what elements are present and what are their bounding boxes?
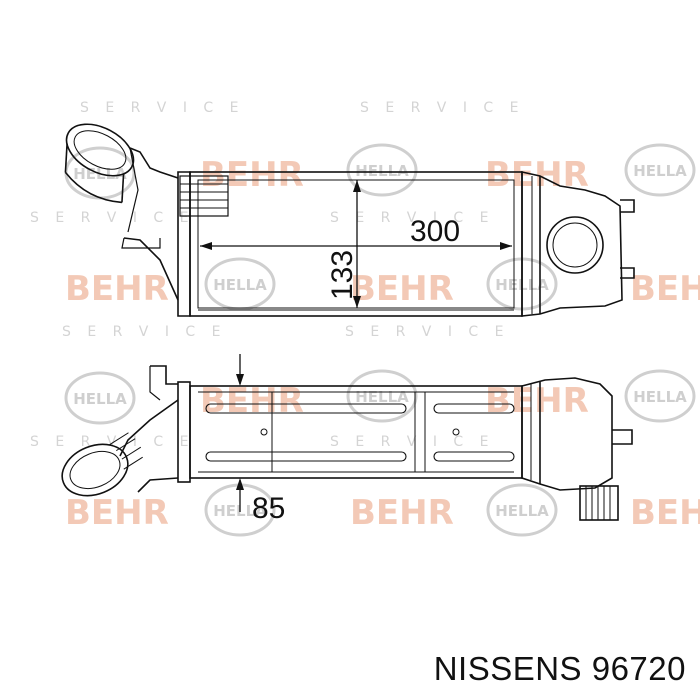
- mount-bracket: [150, 365, 178, 385]
- left-end-plate: [177, 171, 191, 317]
- behr-watermark: BEHR: [65, 269, 169, 309]
- top-view: [64, 123, 635, 317]
- dimension-height: [353, 180, 361, 308]
- dimension-length-label: 300: [410, 215, 460, 248]
- svg-text:HELLA: HELLA: [355, 162, 409, 180]
- hella-watermark: HELLA: [624, 369, 696, 423]
- behr-watermark: BEHR: [200, 381, 304, 421]
- inlet-pipe: [61, 432, 143, 497]
- watermark-layer: S E R V I C E S E R V I C E S E R V I C …: [30, 100, 700, 537]
- behr-watermark: BEHR: [485, 381, 589, 421]
- svg-text:HELLA: HELLA: [633, 388, 687, 406]
- inlet-neck: [129, 147, 179, 179]
- inlet-pipe: [64, 123, 135, 204]
- behr-watermark: BEHR: [630, 269, 700, 309]
- behr-watermark: BEHR: [65, 493, 169, 533]
- core-slot: [433, 451, 515, 462]
- behr-watermark: BEHR: [630, 493, 700, 533]
- service-watermark: S E R V I C E: [360, 100, 525, 116]
- side-view: [61, 354, 633, 521]
- outlet-pipe: [579, 485, 619, 521]
- svg-text:HELLA: HELLA: [633, 162, 687, 180]
- outlet-pipe: [546, 216, 604, 274]
- behr-watermark: BEHR: [200, 155, 304, 195]
- inlet-neck: [119, 399, 179, 457]
- mount-bracket: [612, 429, 633, 445]
- mount-bracket: [620, 267, 635, 279]
- service-watermark: S E R V I C E: [30, 210, 195, 226]
- hella-watermark: HELLA: [486, 483, 558, 537]
- behr-watermark: BEHR: [350, 493, 454, 533]
- dimension-length: [200, 242, 512, 250]
- service-watermark: S E R V I C E: [330, 210, 495, 226]
- left-end-plate: [177, 381, 191, 483]
- dimension-depth-label: 85: [252, 492, 285, 525]
- svg-text:HELLA: HELLA: [355, 388, 409, 406]
- service-watermark: S E R V I C E: [80, 100, 245, 116]
- right-end-tank: [521, 377, 613, 491]
- svg-text:HELLA: HELLA: [213, 276, 267, 294]
- hella-watermark: HELLA: [624, 143, 696, 197]
- service-watermark: S E R V I C E: [30, 434, 195, 450]
- core-slot: [205, 451, 407, 462]
- clamp-block: [179, 175, 229, 217]
- dimension-height-label: 133: [326, 250, 359, 300]
- service-watermark: S E R V I C E: [345, 324, 510, 340]
- hella-watermark: HELLA: [204, 257, 276, 311]
- service-watermark: S E R V I C E: [62, 324, 227, 340]
- svg-text:HELLA: HELLA: [495, 502, 549, 520]
- dimension-depth: [236, 354, 244, 512]
- part-number-caption: NISSENS 96720: [433, 650, 686, 687]
- hella-watermark: HELLA: [64, 371, 136, 425]
- behr-watermark: BEHR: [350, 269, 454, 309]
- core-slot: [433, 403, 515, 414]
- service-watermark: S E R V I C E: [330, 434, 495, 450]
- mount-bracket: [620, 199, 635, 213]
- core-inner: [197, 179, 515, 309]
- core-slot: [205, 403, 407, 414]
- right-end-tank: [521, 171, 623, 317]
- hella-watermark: HELLA: [346, 143, 418, 197]
- svg-text:HELLA: HELLA: [73, 390, 127, 408]
